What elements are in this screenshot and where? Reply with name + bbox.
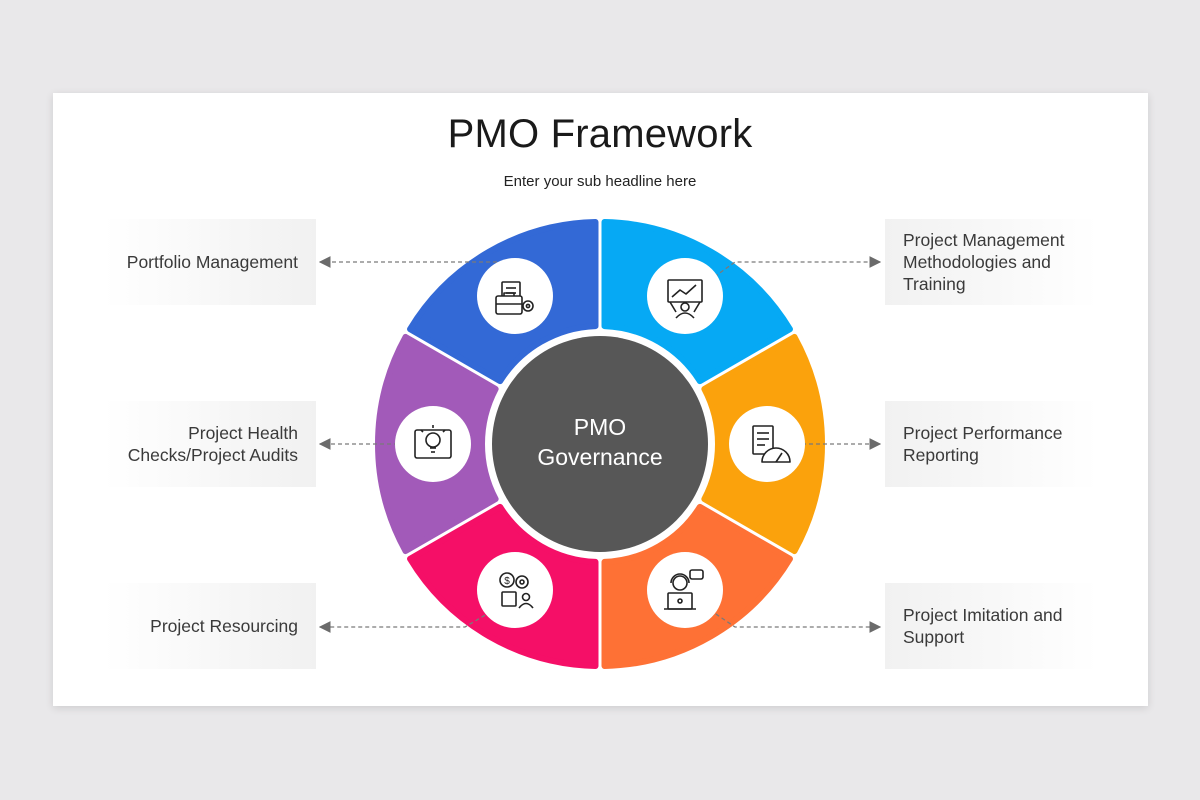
label-text: Portfolio Management: [126, 252, 298, 272]
center-label: PMO Governance: [500, 412, 700, 472]
label-imitation-support: Project Imitation and Support: [885, 583, 1098, 669]
arrow-pm-methodologies: [702, 256, 882, 286]
report-gauge-icon: [752, 425, 791, 463]
label-portfolio-management: Portfolio Management: [103, 219, 316, 305]
icon-imitation-support: [647, 552, 723, 628]
support-agent-icon: [664, 569, 704, 610]
page-subtitle: Enter your sub headline here: [503, 173, 697, 190]
resourcing-coins-icon: $: [499, 572, 534, 609]
idea-plan-icon: [414, 425, 452, 459]
arrow-project-resourcing: [318, 607, 498, 633]
center-label-line2: Governance: [537, 444, 663, 470]
label-text: Project Management Methodologies and Tra…: [903, 230, 1065, 294]
arrow-imitation-support: [709, 609, 882, 633]
label-pm-methodologies-training: Project Management Methodologies and Tra…: [885, 219, 1098, 305]
label-text: Project Imitation and Support: [903, 605, 1063, 647]
briefcase-documents-icon: [495, 281, 534, 315]
label-text: Project Performance Reporting: [903, 423, 1063, 465]
icon-resourcing: $: [477, 552, 553, 628]
label-project-resourcing: Project Resourcing: [103, 583, 316, 669]
icon-health-checks: [395, 406, 471, 482]
ring-segments: [375, 219, 825, 669]
label-performance-reporting: Project Performance Reporting: [885, 401, 1098, 487]
icon-performance-reporting: [729, 406, 805, 482]
page-title: PMO Framework: [447, 112, 753, 156]
svg-text:$: $: [504, 576, 510, 587]
icon-portfolio: [477, 258, 553, 334]
icon-methodologies: [647, 258, 723, 334]
center-circle: [492, 336, 708, 552]
presentation-training-icon: [667, 279, 703, 319]
label-project-health-checks: Project Health Checks/Project Audits: [103, 401, 316, 487]
center-label-line1: PMO: [573, 414, 627, 440]
label-text: Project Resourcing: [150, 616, 298, 636]
label-text: Project Health Checks/Project Audits: [127, 423, 298, 465]
